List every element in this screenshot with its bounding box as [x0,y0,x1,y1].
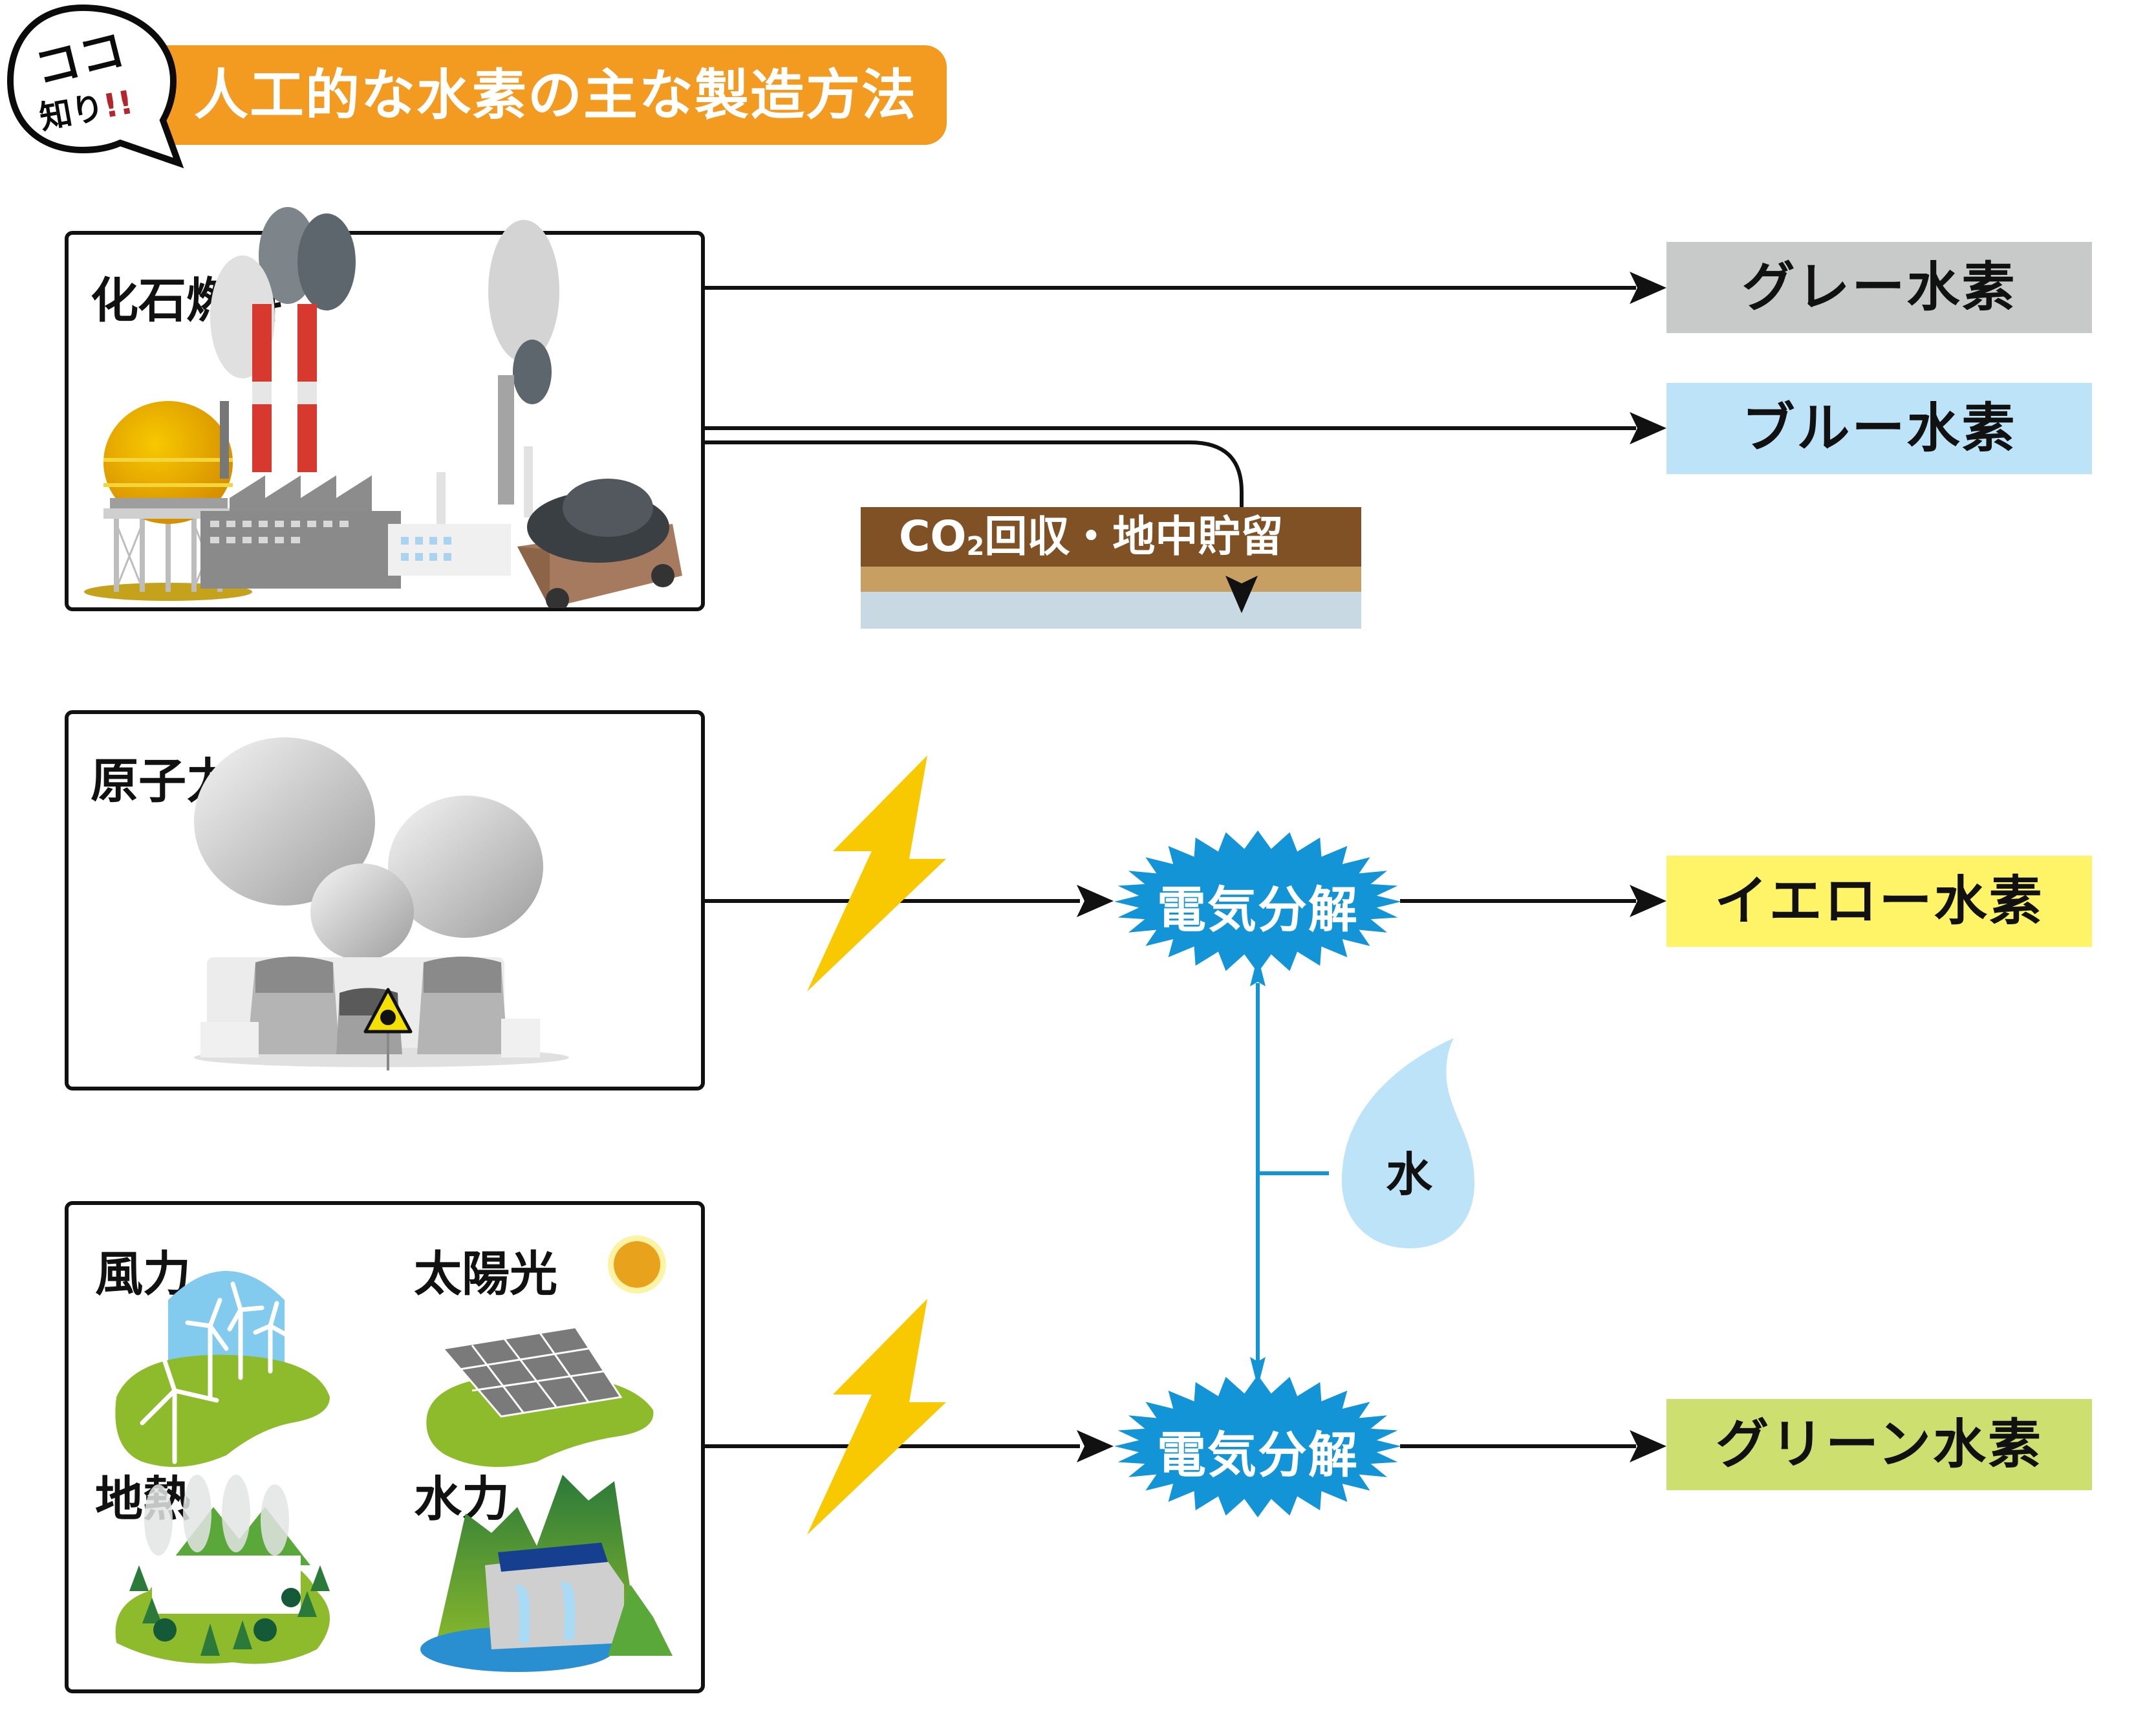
nuclear-illustration [194,737,569,1070]
radiation-warning-icon [363,988,413,1070]
ccs-arrowhead-icon [1225,576,1258,613]
factory-smokestacks-icon [200,207,559,589]
result-blue-hydrogen: ブルー水素 [1666,383,2092,474]
fossil-illustration [84,207,682,608]
arrow-fossil-to-ccs [705,440,1244,585]
ccs-label-suffix: 回収・地中貯留 [984,512,1284,561]
arrowhead-yellow [1630,885,1666,917]
water-arrowhead-down [1250,1357,1266,1387]
source-label-wind: 風力 [95,1246,191,1302]
electrolysis-label-2: 電気分解 [1157,1426,1359,1484]
electrolysis-badge-icon [1114,1375,1401,1517]
result-green-hydrogen: グリーン水素 [1666,1399,2092,1490]
electrolysis-badge-icon [1114,830,1401,973]
source-label-hydro: 水力 [414,1471,510,1527]
lightning-icon [807,755,946,992]
renewables-illustration [115,1235,673,1672]
cooling-towers-icon [194,737,569,1067]
result-yellow-hydrogen: イエロー水素 [1666,856,2092,947]
wind-turbines-icon [115,1271,330,1467]
electrolysis-burst-shape [1114,830,1401,973]
electrolysis-burst-shape [1114,1375,1401,1517]
arrowhead-grey [1630,272,1666,304]
title-banner [163,45,947,145]
ccs-ground-layers [861,507,1361,629]
arrowhead-electrolysis-1 [1077,885,1114,917]
source-label-geothermal: 地熱 [95,1471,191,1527]
source-label-solar: 太陽光 [414,1246,557,1302]
arrowhead-green [1630,1430,1666,1462]
electrolysis-label-1: 電気分解 [1157,881,1359,938]
hydro-dam-icon [420,1475,673,1672]
solar-panel-icon [426,1235,666,1467]
ground-layer-brown [861,507,1361,567]
ccs-label-subscript: 2 [966,532,985,561]
ccs-label: CO2回収・地中貯留 [899,507,1283,567]
lightning-icon [807,1299,946,1535]
coal-cart-icon [517,479,682,608]
ccs-label-prefix: CO [899,512,967,561]
speech-bubble-icon [6,4,184,168]
result-grey-hydrogen: グレー水素 [1666,242,2092,333]
water-drop-icon [1342,1038,1474,1248]
page-title: 人工的な水素の主な製造方法 [194,63,918,127]
arrowhead-electrolysis-2 [1077,1430,1114,1462]
ground-layer-tan [861,567,1361,592]
arrowhead-blue [1630,412,1666,444]
water-label: 水 [1386,1147,1433,1202]
geothermal-icon [115,1475,330,1664]
ground-layer-lightblue [861,592,1361,629]
